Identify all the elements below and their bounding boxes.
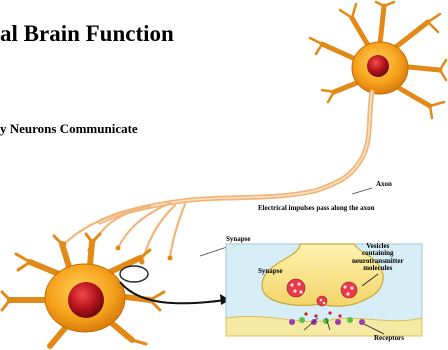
upper-nucleus: [367, 55, 389, 77]
synapse-outer-label: Synapse: [226, 236, 251, 243]
vesicles-label: Vesicles containing neurotransmitter mol…: [352, 243, 404, 272]
impulses-label: Electrical impulses pass along the axon: [258, 205, 374, 212]
page-subtitle: y Neurons Communicate: [0, 122, 138, 135]
synapse-inner-label: Synapse: [258, 268, 283, 275]
axon-terminals: [64, 203, 185, 262]
axon: [100, 92, 372, 222]
lower-neuron: [2, 234, 164, 346]
receptors-label: Receptors: [374, 335, 404, 342]
axon-label: Axon: [376, 181, 392, 188]
upper-neuron: [310, 2, 446, 118]
page-title: al Brain Function: [0, 22, 174, 45]
synapse-highlight-circle: [120, 266, 148, 282]
lower-nucleus: [68, 282, 104, 318]
